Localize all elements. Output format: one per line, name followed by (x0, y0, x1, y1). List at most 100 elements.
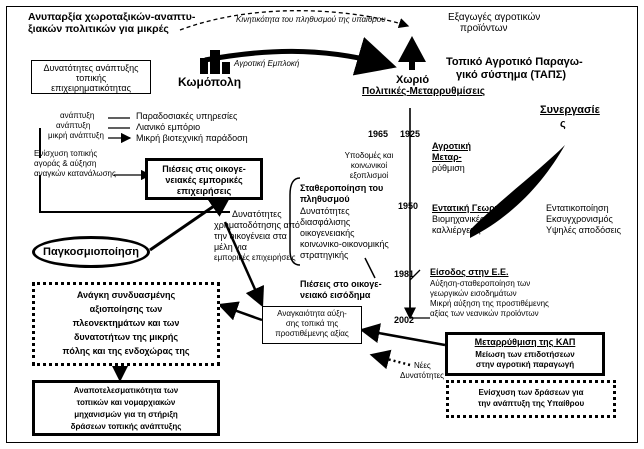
globalization-label: Παγκοσμιοποίηση (43, 246, 139, 258)
capabilities-line5: στρατηγικής (300, 250, 349, 260)
left-bracket-line (39, 128, 230, 213)
year-1950: 1950 (398, 201, 419, 211)
stabilization-line2: πληθυσμού (300, 194, 350, 204)
capabilities-line4: κοινωνικο-οικονομικής (300, 239, 389, 249)
cooperation-label: Συνεργασίε (540, 104, 600, 116)
exports-line2: προϊόντων (460, 23, 508, 34)
strengthen-line1: Ενίσχυση τοπικής (34, 149, 98, 158)
building-icon-1 (200, 58, 208, 74)
strengthen-line2: αγοράς & αύξηση (34, 159, 97, 168)
combined-need-line2: αξιοποίησης των (89, 304, 163, 314)
combined-need-line5: πόλης και της ενδοχώρας της (62, 346, 190, 356)
business-pressure-line2: νειακές εμπορικές (165, 175, 243, 185)
exports-line1: Εξαγωγές αγροτικών (448, 12, 541, 23)
financing-line5: εμπορικές επιχειρήσεις (214, 253, 296, 262)
family-income-line2: νειακό εισόδημα (300, 290, 371, 300)
value-need-line2: σης τοπικά της (285, 319, 339, 328)
agri-reform-line3: ρύθμιση (432, 163, 465, 173)
inefficiency-box: Αναποτελεσματικότητα των τοπικών και νομ… (32, 380, 220, 436)
agri-reform-line2: Μεταρ- (432, 152, 462, 162)
new-possibilities-arrow (369, 349, 411, 370)
tree-icon (398, 36, 426, 62)
rural-actions-box: Ενίσχυση των δράσεων για την ανάπτυξη τη… (446, 380, 616, 418)
infrastructure-line3: εξοπλισμοί (349, 171, 389, 180)
income-arrow (364, 257, 376, 279)
value-need-box: Αναγκαιότητα αύξη- σης τοπικά της προστι… (262, 306, 362, 344)
intensive-effect-2: Εκσυγχρονισμός (546, 214, 613, 224)
business-pressure-line3: επιχειρήσεις (176, 186, 232, 196)
value-to-need-arrow (217, 301, 263, 322)
service-traditional: Παραδοσιακές υπηρεσίες (136, 111, 238, 121)
policy-changes-label: Πολιτικές-Μεταρρυθμίσεις (362, 86, 485, 97)
capabilities-line2: διασφάλισης (300, 217, 351, 227)
town-label: Κωμόπολη (178, 75, 242, 89)
subsidies-line2: στην αγροτική παραγωγή (475, 360, 575, 369)
combined-need-line1: Ανάγκη συνδυασμένης (76, 290, 176, 300)
financing-line2: χρηματοδότησης από (214, 220, 300, 230)
strengthen-line3: αναγκών κατανάλωσης (34, 169, 116, 178)
cap-to-value-arrow (359, 323, 446, 347)
eu-effect-3: Μικρή αύξηση της προστιθέμενης (430, 299, 549, 308)
title-left-line2: ξιακών πολιτικών για μικρές (28, 23, 169, 35)
agri-employment-label: Αγροτική Εμπλοκή (234, 59, 300, 68)
tapas-line1: Τοπικό Αγροτικό Παραγω- (446, 56, 583, 68)
inefficiency-line3: μηχανισμών για τη στήριξη (74, 410, 178, 419)
year-2002: 2002 (394, 315, 415, 325)
intensive-effect-1: Εντατικοποίηση (546, 203, 609, 213)
intensive-wedge (470, 145, 565, 238)
local-dev-line2: τοπικής (75, 73, 107, 83)
new-possibilities-line1: Νέες (414, 361, 431, 370)
business-pressure-line1: Πιέσεις στις οικογε- (162, 164, 246, 174)
new-possibilities-line2: Δυνατότητες (400, 371, 445, 380)
intensive-agri-line1: Εντατική Γεωργία (432, 203, 508, 213)
value-need-line3: προστιθέμενης αξίας (275, 329, 349, 338)
title-left-line1: Ανυπαρξία χωροταξικών-αναπτυ- (28, 11, 196, 23)
infrastructure-line2: κοινωνικοί (350, 161, 388, 170)
family-income-line1: Πιέσεις στο οικογε- (300, 279, 382, 289)
town-village-arrow (204, 37, 397, 76)
inefficiency-line1: Αναποτελεσματικότητα των (73, 386, 179, 395)
inefficiency-line2: τοπικών και νομαρχιακών (76, 398, 176, 407)
globalization-oval: Παγκοσμιοποίηση (32, 236, 150, 268)
financing-line1: Δυνατότητες (232, 209, 282, 219)
cap-reform-label: Μεταρρύθμιση της ΚΑΠ (474, 337, 576, 347)
eu-effect-2: γεωργικών εισοδημάτων (430, 289, 517, 298)
local-dev-line3: επιχειρηματικότητας (51, 83, 131, 93)
dev-small-2: ανάπτυξη (56, 121, 91, 130)
year-1925: 1925 (400, 129, 421, 139)
cooperation-tail: ς (560, 118, 566, 130)
local-development-box: Δυνατότητες ανάπτυξης τοπικής επιχειρημα… (31, 60, 151, 94)
service-crafts: Μικρή βιοτεχνική παράδοση (136, 133, 248, 143)
building-icon-2 (210, 50, 220, 74)
infrastructure-line1: Υποδομές και (344, 151, 394, 160)
year-1965: 1965 (368, 129, 389, 139)
capabilities-line1: Δυνατότητες (300, 206, 350, 216)
eu-effect-1: Αύξηση-σταθεροποίηση των (430, 279, 531, 288)
eu-entry-label: Είσοδος στην Ε.Ε. (430, 267, 509, 277)
cap-reform-box: Μεταρρύθμιση της ΚΑΠ Μείωση των επιδοτήσ… (445, 332, 605, 376)
stabilization-line1: Σταθεροποίηση του (300, 183, 384, 193)
dashed-arrow-label: Κινητικότητα του πληθυσμού της υπαίθρου (236, 15, 386, 24)
business-pressure-box: Πιέσεις στις οικογε- νειακές εμπορικές ε… (145, 158, 263, 200)
combined-need-line4: δυνατοτήτων της μικρής (73, 332, 179, 342)
value-need-line1: Αναγκαιότητα αύξη- (277, 309, 347, 318)
agri-reform-line1: Αγροτική (432, 141, 472, 151)
eu-effect-4: αξίας των νεανικών προϊόντων (430, 309, 539, 318)
local-dev-line1: Δυνατότητες ανάπτυξης (43, 63, 139, 73)
service-retail: Λιανικό εμπόριο (136, 122, 201, 132)
combined-need-line3: πλεονεκτημάτων και των (72, 318, 180, 328)
dev-small-3: μικρή ανάπτυξη (48, 131, 104, 140)
pressure-to-value-arrow (223, 221, 265, 308)
town-to-services-line (108, 117, 130, 138)
subsidies-line1: Μείωση των επιδοτήσεων (475, 350, 575, 359)
dev-small-1: ανάπτυξη (60, 111, 95, 120)
building-icon-3 (222, 62, 230, 74)
population-mobility-arrow (179, 10, 410, 31)
financing-line3: την οικογένεια στα (214, 231, 287, 241)
inefficiency-line4: δράσεων τοπικής ανάπτυξης (70, 422, 182, 431)
financing-line4: μέλη για (214, 242, 247, 252)
globalization-arrow (149, 193, 233, 252)
tapas-line2: γικό σύστημα (ΤΑΠΣ) (456, 69, 567, 81)
capabilities-line3: οικογενειακής (300, 228, 355, 238)
